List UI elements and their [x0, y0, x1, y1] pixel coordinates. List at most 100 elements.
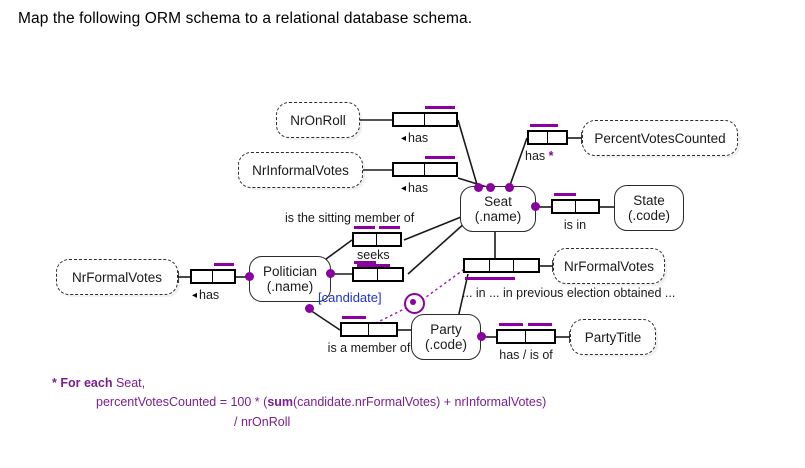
role-connector-dot: [531, 202, 540, 211]
predicate-reading: has / is of: [499, 348, 553, 362]
fact-type-seat-is-in-state: is in: [551, 193, 600, 232]
role-box: [425, 164, 456, 175]
reading-direction-arrow-icon: ◂: [192, 290, 198, 301]
entity-ref-mode: (.code): [424, 337, 468, 352]
derivation-rule-footnote: * For each Seat, percentVotesCounted = 1…: [52, 374, 546, 432]
predicate-reading: ◂has: [401, 181, 428, 195]
uniqueness-constraint-bar: [354, 226, 375, 229]
entity-name: Politician: [262, 263, 318, 279]
derivation-asterisk: *: [548, 149, 554, 163]
role-box: [498, 331, 527, 342]
fact-type-previous-election-ternary: [463, 258, 540, 280]
uniqueness-constraint-bar: [425, 156, 455, 159]
footnote-for-each: For each: [60, 376, 113, 390]
entity-type-state: State (.code): [614, 185, 684, 231]
reading-text: is a member of: [327, 341, 411, 355]
predicate-roles: [496, 329, 556, 344]
value-type-label: NrFormalVotes: [563, 258, 655, 274]
value-type-nrformalvotes-right: NrFormalVotes: [553, 248, 665, 284]
footnote-line-2: percentVotesCounted = 100 * (sum(candida…: [96, 393, 546, 412]
uniqueness-constraint-bar: [465, 277, 515, 280]
value-type-percentvotescounted: PercentVotesCounted: [582, 120, 738, 156]
fact-type-seat-has-nronroll: ◂has: [392, 106, 458, 145]
role-box: [394, 164, 426, 175]
predicate-roles: [392, 112, 458, 127]
predicate-roles: [352, 267, 404, 282]
predicate-roles: [463, 258, 540, 273]
predicate-roles: [190, 269, 236, 284]
predicate-reading: is a member of: [328, 341, 411, 355]
fact-type-politician-sitting-member-of-seat: [352, 226, 402, 247]
role-connector-dot: [477, 332, 486, 341]
role-connector-dot: [245, 272, 254, 281]
footnote-marker: *: [52, 376, 57, 390]
reading-direction-arrow-icon: ◂: [401, 183, 407, 194]
fact-type-seat-has-percentvotescounted: has *: [525, 124, 568, 163]
subset-constraint-icon: [404, 293, 425, 314]
entity-ref-mode: (.code): [627, 208, 671, 223]
role-box: [465, 260, 490, 271]
predicate-roles: [551, 199, 600, 214]
role-box: [377, 234, 400, 245]
uniqueness-constraint-bar: [354, 261, 376, 264]
uniqueness-constraint-bar: [379, 226, 400, 229]
predicate-reading-seeks: seeks: [357, 248, 390, 262]
reading-text: has: [199, 288, 220, 302]
role-connector-dot: [486, 183, 495, 192]
fact-type-party-has-partytitle: has / is of: [496, 323, 556, 362]
role-box: [394, 114, 426, 125]
role-connector-dot: [305, 304, 314, 313]
role-box: [553, 201, 576, 212]
reading-text: has: [408, 131, 429, 145]
predicate-reading: ◂has: [401, 131, 428, 145]
role-box: [192, 271, 214, 282]
fact-type-nrformalvotes-has: ◂has: [190, 263, 236, 302]
fact-type-politician-seeks-seat: [352, 261, 404, 282]
entity-type-seat: Seat (.name): [460, 186, 536, 232]
entity-ref-mode: (.name): [474, 209, 522, 224]
entity-ref-mode: (.name): [266, 279, 314, 294]
fact-type-politician-member-of-party: is a member of: [328, 316, 410, 355]
reading-text: is in: [563, 218, 587, 232]
entity-type-party: Party (.code): [411, 314, 481, 360]
entity-name: Party: [430, 321, 462, 337]
predicate-reading-previous-election: ... in ... in previous election obtained…: [462, 286, 676, 300]
role-connector-dot: [326, 269, 335, 278]
value-type-nronroll: NrOnRoll: [276, 102, 360, 138]
uniqueness-constraint-bar: [425, 106, 455, 109]
footnote-line2-b: (candidate.nrFormalVotes) + nrInformalVo…: [293, 395, 547, 410]
value-type-nrformalvotes-left: NrFormalVotes: [56, 259, 178, 295]
role-box: [213, 271, 234, 282]
role-connector-dot: [505, 183, 514, 192]
value-type-label: PartyTitle: [584, 329, 642, 345]
footnote-line2-a: percentVotesCounted = 100 * (: [96, 395, 268, 410]
uniqueness-constraint-bar: [528, 323, 552, 326]
entity-type-politician: Politician (.name): [249, 256, 331, 302]
uniqueness-constraint-bar: [554, 193, 576, 196]
reading-text: has: [408, 181, 429, 195]
predicate-roles: [392, 162, 458, 177]
value-type-label: NrOnRoll: [290, 112, 346, 128]
value-type-label: NrInformalVotes: [252, 162, 349, 178]
role-box: [378, 269, 402, 280]
role-box: [548, 132, 566, 143]
uniqueness-constraint-bar: [342, 316, 366, 319]
value-type-label: NrFormalVotes: [71, 269, 163, 285]
role-connector-dot: [474, 183, 483, 192]
value-type-partytitle: PartyTitle: [570, 319, 656, 355]
role-box: [354, 234, 378, 245]
seeks-reading-underline: [357, 264, 390, 267]
reading-direction-arrow-icon: ◂: [401, 133, 407, 144]
entity-name: State: [633, 192, 665, 208]
role-box: [342, 324, 370, 335]
page-title: Map the following ORM schema to a relati…: [18, 10, 473, 27]
role-name-candidate: [candidate]: [318, 290, 382, 305]
role-box: [490, 260, 515, 271]
entity-name: Seat: [484, 193, 512, 209]
role-box: [369, 324, 396, 335]
reading-text: has / is of: [499, 348, 553, 362]
role-box: [425, 114, 456, 125]
uniqueness-constraint-bar: [214, 263, 234, 266]
uniqueness-constraint-bar: [499, 323, 523, 326]
